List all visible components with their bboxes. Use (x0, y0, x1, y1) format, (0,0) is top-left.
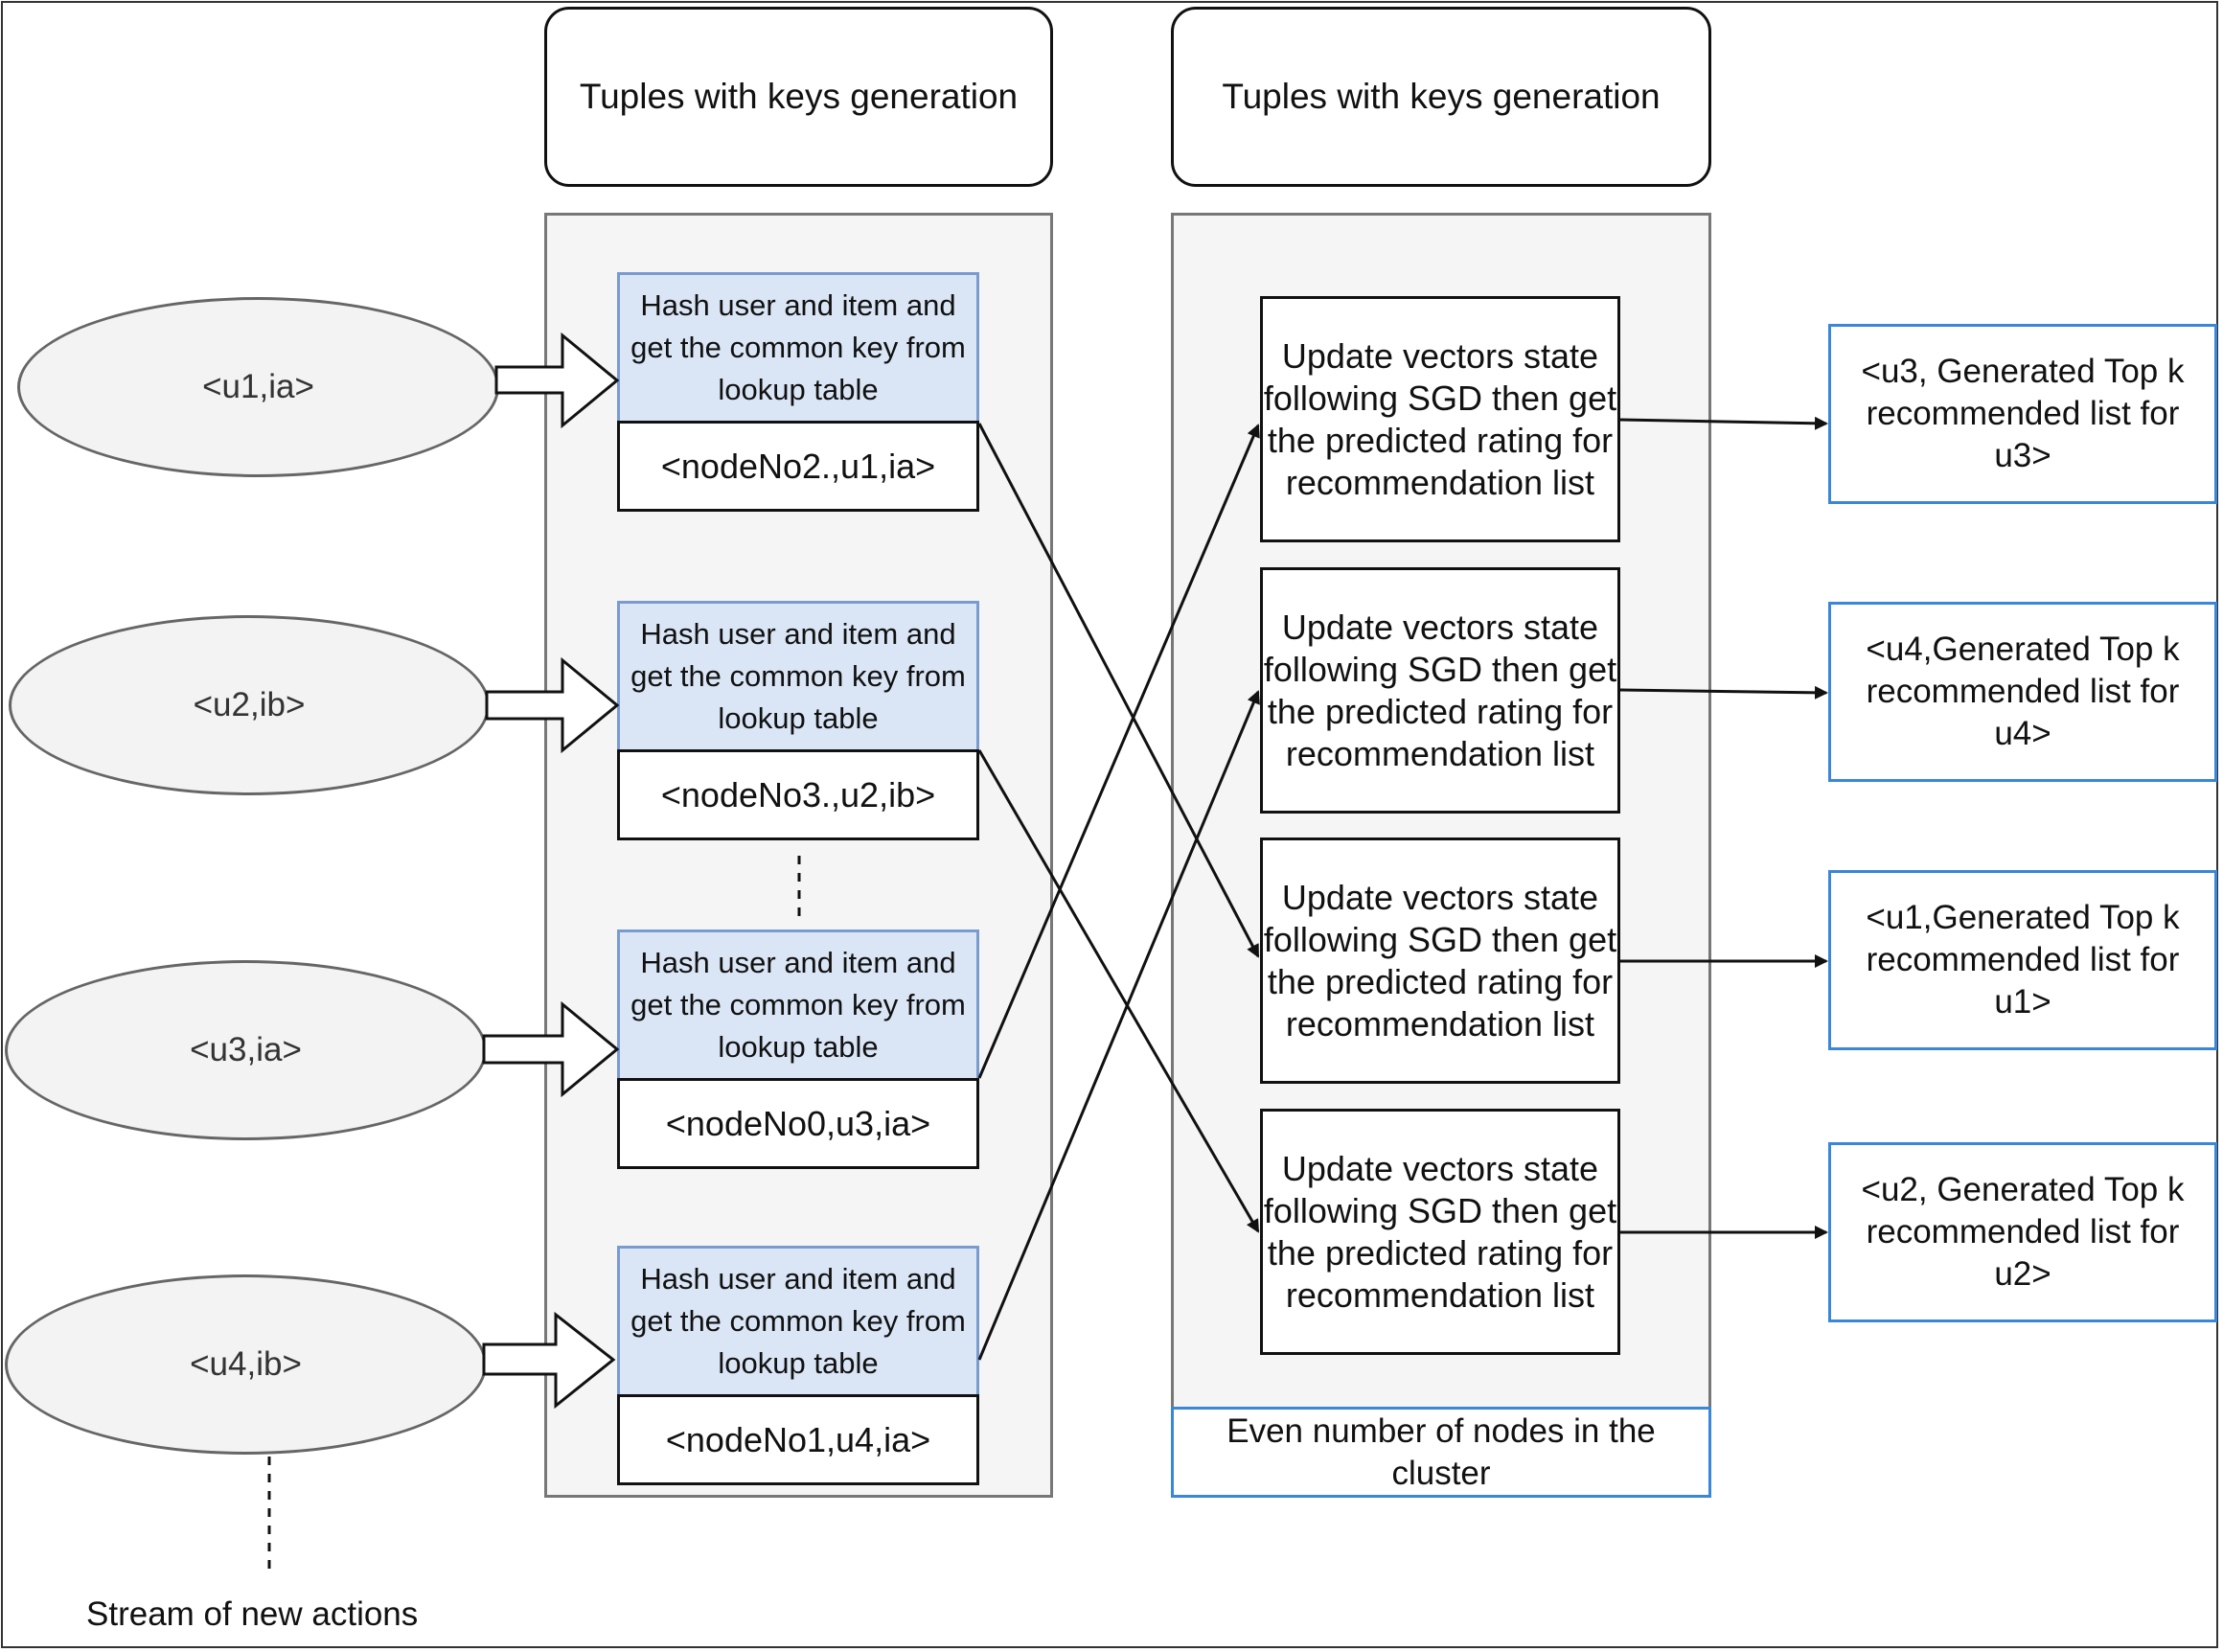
hash-step-box: Hash user and item and get the common ke… (617, 929, 979, 1081)
stream-tuple-ellipse: <u2,ib> (9, 615, 490, 795)
block-arrow-icon (482, 1311, 616, 1410)
cluster-node-box: Update vectors state following SGD then … (1260, 567, 1620, 814)
block-arrow-icon (485, 656, 620, 754)
header-cluster: Tuples with keys generation (1171, 7, 1711, 187)
hash-step-box: Hash user and item and get the common ke… (617, 272, 979, 424)
generated-key-box: <nodeNo0,u3,ia> (617, 1078, 979, 1169)
routing-arrow (977, 690, 1260, 1361)
output-arrow (1619, 685, 1828, 700)
stream-caption: Stream of new actions (86, 1595, 419, 1633)
recommendation-output-box: <u3, Generated Top k recommended list fo… (1828, 324, 2217, 504)
cluster-node-box: Update vectors state following SGD then … (1260, 1109, 1620, 1355)
stream-tuple-ellipse: <u3,ia> (5, 960, 487, 1140)
hash-step-box: Hash user and item and get the common ke… (617, 1246, 979, 1397)
generated-key-box: <nodeNo1,u4,ia> (617, 1394, 979, 1485)
header-key-generation: Tuples with keys generation (544, 7, 1053, 187)
recommendation-output-box: <u2, Generated Top k recommended list fo… (1828, 1142, 2217, 1322)
recommendation-output-box: <u4,Generated Top k recommended list for… (1828, 602, 2217, 782)
routing-arrow (977, 423, 1260, 958)
generated-key-box: <nodeNo2.,u1,ia> (617, 421, 979, 512)
recommendation-output-box: <u1,Generated Top k recommended list for… (1828, 870, 2217, 1050)
output-arrow (1619, 416, 1828, 430)
block-arrow-icon (494, 332, 620, 429)
routing-arrow (977, 424, 1260, 1079)
cluster-node-box: Update vectors state following SGD then … (1260, 296, 1620, 542)
routing-arrow (977, 749, 1260, 1233)
hash-step-box: Hash user and item and get the common ke… (617, 601, 979, 752)
cluster-node-box: Update vectors state following SGD then … (1260, 837, 1620, 1084)
block-arrow-icon (482, 1000, 620, 1098)
stream-tuple-ellipse: <u4,ib> (5, 1274, 487, 1455)
stream-tuple-ellipse: <u1,ia> (17, 297, 499, 477)
generated-key-box: <nodeNo3.,u2,ib> (617, 749, 979, 840)
cluster-note: Even number of nodes in the cluster (1171, 1407, 1711, 1498)
